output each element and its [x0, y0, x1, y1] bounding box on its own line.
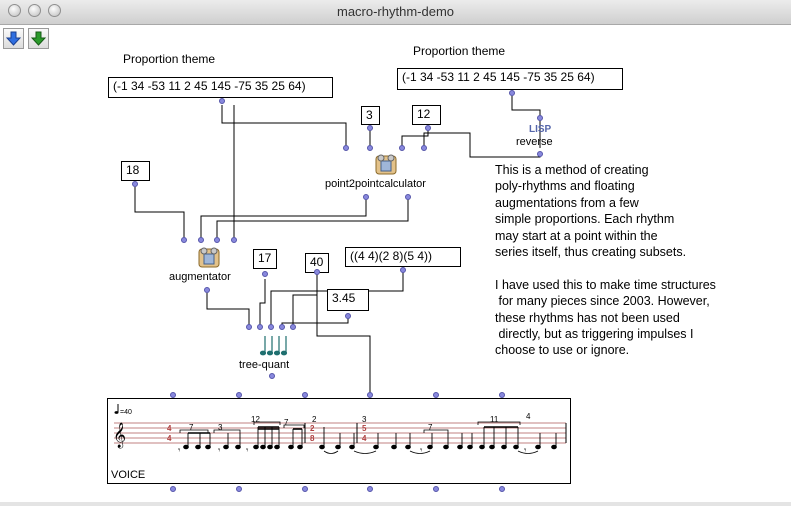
outlet[interactable]	[219, 98, 225, 104]
svg-text:𝄾: 𝄾	[420, 446, 423, 456]
proportion-list-box-left[interactable]: (-1 34 -53 11 2 45 145 -75 35 25 64)	[108, 77, 333, 98]
svg-text:3: 3	[218, 423, 223, 432]
svg-text:11: 11	[490, 415, 499, 424]
arrow-down-green-icon	[31, 31, 46, 46]
inlet[interactable]	[302, 392, 308, 398]
proportion-theme-label-left: Proportion theme	[123, 52, 216, 66]
lisp-tag: LISP	[529, 124, 552, 135]
svg-text:7: 7	[189, 423, 194, 432]
outlet[interactable]	[367, 486, 373, 492]
tempo-note-icon	[114, 404, 119, 414]
inlet[interactable]	[290, 324, 296, 330]
inlet[interactable]	[231, 237, 237, 243]
svg-text:4: 4	[526, 412, 531, 421]
tempo-list-box[interactable]: ((4 4)(2 8)(5 4))	[345, 247, 461, 267]
svg-text:𝄾: 𝄾	[218, 446, 221, 456]
comment-text: This is a method of creating poly-rhythm…	[495, 163, 716, 358]
inlet[interactable]	[170, 392, 176, 398]
svg-text:8: 8	[310, 434, 315, 443]
proportion-list-box-right[interactable]: (-1 34 -53 11 2 45 145 -75 35 25 64)	[397, 68, 623, 90]
outlet[interactable]	[204, 287, 210, 293]
inlet[interactable]	[367, 392, 373, 398]
outlet[interactable]	[236, 486, 242, 492]
blue-down-button[interactable]	[3, 28, 24, 49]
outlet[interactable]	[499, 486, 505, 492]
svg-text:12: 12	[251, 415, 260, 424]
svg-text:𝄾: 𝄾	[246, 446, 249, 456]
patch-icon[interactable]	[373, 152, 399, 178]
zoom-window-button[interactable]	[48, 4, 61, 17]
outlet[interactable]	[537, 151, 543, 157]
inlet[interactable]	[246, 324, 252, 330]
voice-label: VOICE	[111, 469, 146, 481]
inlet[interactable]	[537, 115, 543, 121]
inlet[interactable]	[214, 237, 220, 243]
outlet[interactable]	[405, 194, 411, 200]
inlet[interactable]	[421, 145, 427, 151]
treble-clef-icon: 𝄞	[113, 422, 126, 448]
outlet[interactable]	[400, 267, 406, 273]
outlet[interactable]	[262, 271, 268, 277]
inlet[interactable]	[268, 324, 274, 330]
svg-text:2: 2	[310, 424, 315, 433]
svg-text:4: 4	[167, 434, 172, 443]
arrow-down-blue-icon	[6, 31, 21, 46]
outlet[interactable]	[425, 125, 431, 131]
toolbar	[0, 25, 791, 53]
svg-text:5: 5	[362, 424, 367, 433]
outlet[interactable]	[132, 181, 138, 187]
proportion-theme-label-right: Proportion theme	[413, 44, 506, 58]
window-title: macro-rhythm-demo	[336, 4, 455, 19]
outlet[interactable]	[363, 194, 369, 200]
minimize-window-button[interactable]	[28, 4, 41, 17]
patch-canvas[interactable]: Proportion theme Proportion theme (-1 34…	[0, 44, 791, 503]
augmentator-label: augmentator	[169, 271, 231, 283]
inlet[interactable]	[257, 324, 263, 330]
score-staff: =40 𝄞 4 4 2 8 5 4	[113, 404, 567, 456]
inlet[interactable]	[343, 145, 349, 151]
patch-icon[interactable]	[196, 246, 222, 270]
number-box-18[interactable]: 18	[121, 161, 150, 181]
inlet[interactable]	[433, 392, 439, 398]
tempo-text: =40	[120, 409, 132, 416]
svg-text:𝄾: 𝄾	[524, 446, 527, 456]
window-bottom-edge	[0, 502, 791, 506]
inlet[interactable]	[399, 145, 405, 151]
number-box-12[interactable]: 12	[412, 105, 441, 125]
green-down-button[interactable]	[28, 28, 49, 49]
notes-icon[interactable]	[258, 334, 290, 358]
outlet[interactable]	[269, 373, 275, 379]
close-window-button[interactable]	[8, 4, 21, 17]
outlet[interactable]	[367, 125, 373, 131]
outlet[interactable]	[314, 269, 320, 275]
number-box-3-45[interactable]: 3.45	[327, 289, 369, 311]
svg-text:7: 7	[428, 423, 433, 432]
svg-text:7: 7	[284, 418, 289, 427]
reverse-label: reverse	[516, 136, 553, 148]
inlet[interactable]	[367, 145, 373, 151]
point2pointcalculator-label: point2pointcalculator	[325, 178, 426, 190]
svg-text:4: 4	[167, 424, 172, 433]
number-box-3[interactable]: 3	[361, 106, 380, 125]
voice-editor[interactable]: =40 𝄞 4 4 2 8 5 4	[107, 398, 571, 484]
inlet[interactable]	[198, 237, 204, 243]
inlet[interactable]	[181, 237, 187, 243]
svg-text:2: 2	[312, 415, 317, 424]
outlet[interactable]	[170, 486, 176, 492]
svg-text:3: 3	[362, 415, 367, 424]
svg-text:𝄾: 𝄾	[178, 446, 181, 456]
outlet[interactable]	[302, 486, 308, 492]
inlet[interactable]	[236, 392, 242, 398]
outlet[interactable]	[345, 313, 351, 319]
outlet[interactable]	[509, 90, 515, 96]
svg-text:4: 4	[362, 434, 367, 443]
inlet[interactable]	[499, 392, 505, 398]
tree-quant-label: tree-quant	[239, 359, 290, 371]
title-bar: macro-rhythm-demo	[0, 0, 791, 25]
inlet[interactable]	[279, 324, 285, 330]
number-box-17[interactable]: 17	[253, 249, 277, 269]
outlet[interactable]	[433, 486, 439, 492]
